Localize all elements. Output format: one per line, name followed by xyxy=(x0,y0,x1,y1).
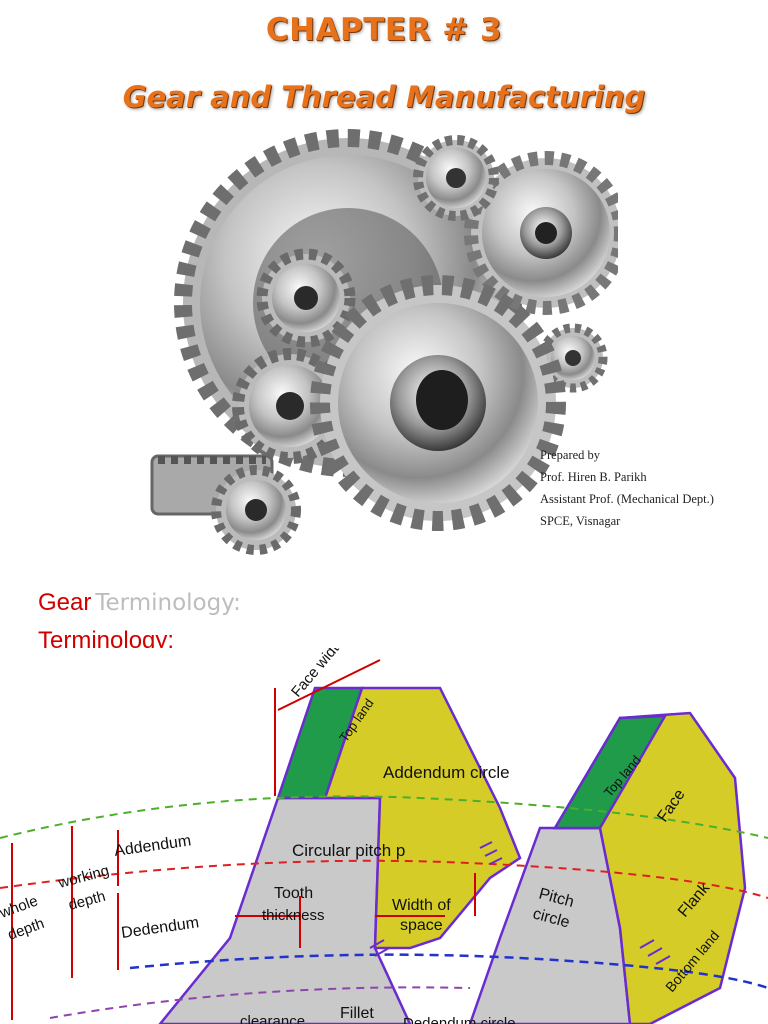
label-width-of: Width of xyxy=(392,897,451,914)
label-clearance: clearance xyxy=(240,1013,305,1024)
label-circular-pitch: Circular pitch p xyxy=(292,841,405,860)
dimension-arrows xyxy=(11,659,476,1020)
heading-ghost-text: Terminology: xyxy=(95,590,241,616)
label-dedendum-circle: Dedendum circle xyxy=(403,1015,516,1024)
author-position: Assistant Prof. (Mechanical Dept.) xyxy=(540,492,714,506)
chapter-subtitle: Gear and Thread Manufacturing xyxy=(122,80,646,114)
gear-small-top xyxy=(413,135,499,221)
label-thickness: thickness xyxy=(262,907,325,924)
dedendum-circle-line xyxy=(129,953,768,990)
prepared-by-label: Prepared by xyxy=(540,448,601,462)
prepared-by-block: Prepared by Prof. Hiren B. Parikh Assist… xyxy=(540,444,714,532)
label-space: space xyxy=(400,917,443,934)
heading-gear: Gear xyxy=(38,589,92,616)
author-name: Prof. Hiren B. Parikh xyxy=(540,470,647,484)
tooth-left-top-land xyxy=(276,686,364,800)
fillet-hatches xyxy=(369,841,671,965)
addendum-circle-line xyxy=(0,795,768,839)
author-institute: SPCE, Visnagar xyxy=(540,514,621,528)
gear-terminology-diagram: Face width Top land Top land Addendum ci… xyxy=(0,648,768,1024)
gear-top-right xyxy=(464,151,618,315)
chapter-title: CHAPTER # 3 xyxy=(265,12,503,48)
label-fillet: Fillet xyxy=(340,1005,374,1022)
label-addendum-circle: Addendum circle xyxy=(383,763,510,782)
pitch-circle-line xyxy=(0,859,768,899)
gears-illustration xyxy=(150,129,618,555)
gear-small-right xyxy=(538,323,608,393)
gear-bottom-left xyxy=(211,465,301,555)
title-slide: CHAPTER # 3 Gear and Thread Manufacturin… xyxy=(122,12,714,555)
label-tooth: Tooth xyxy=(274,885,313,902)
gear-left-upper xyxy=(256,248,356,348)
tooth-right-top-land xyxy=(552,714,668,830)
heading-terminology-overlap: Terminology: xyxy=(38,628,175,648)
gear-front-large xyxy=(310,275,566,531)
